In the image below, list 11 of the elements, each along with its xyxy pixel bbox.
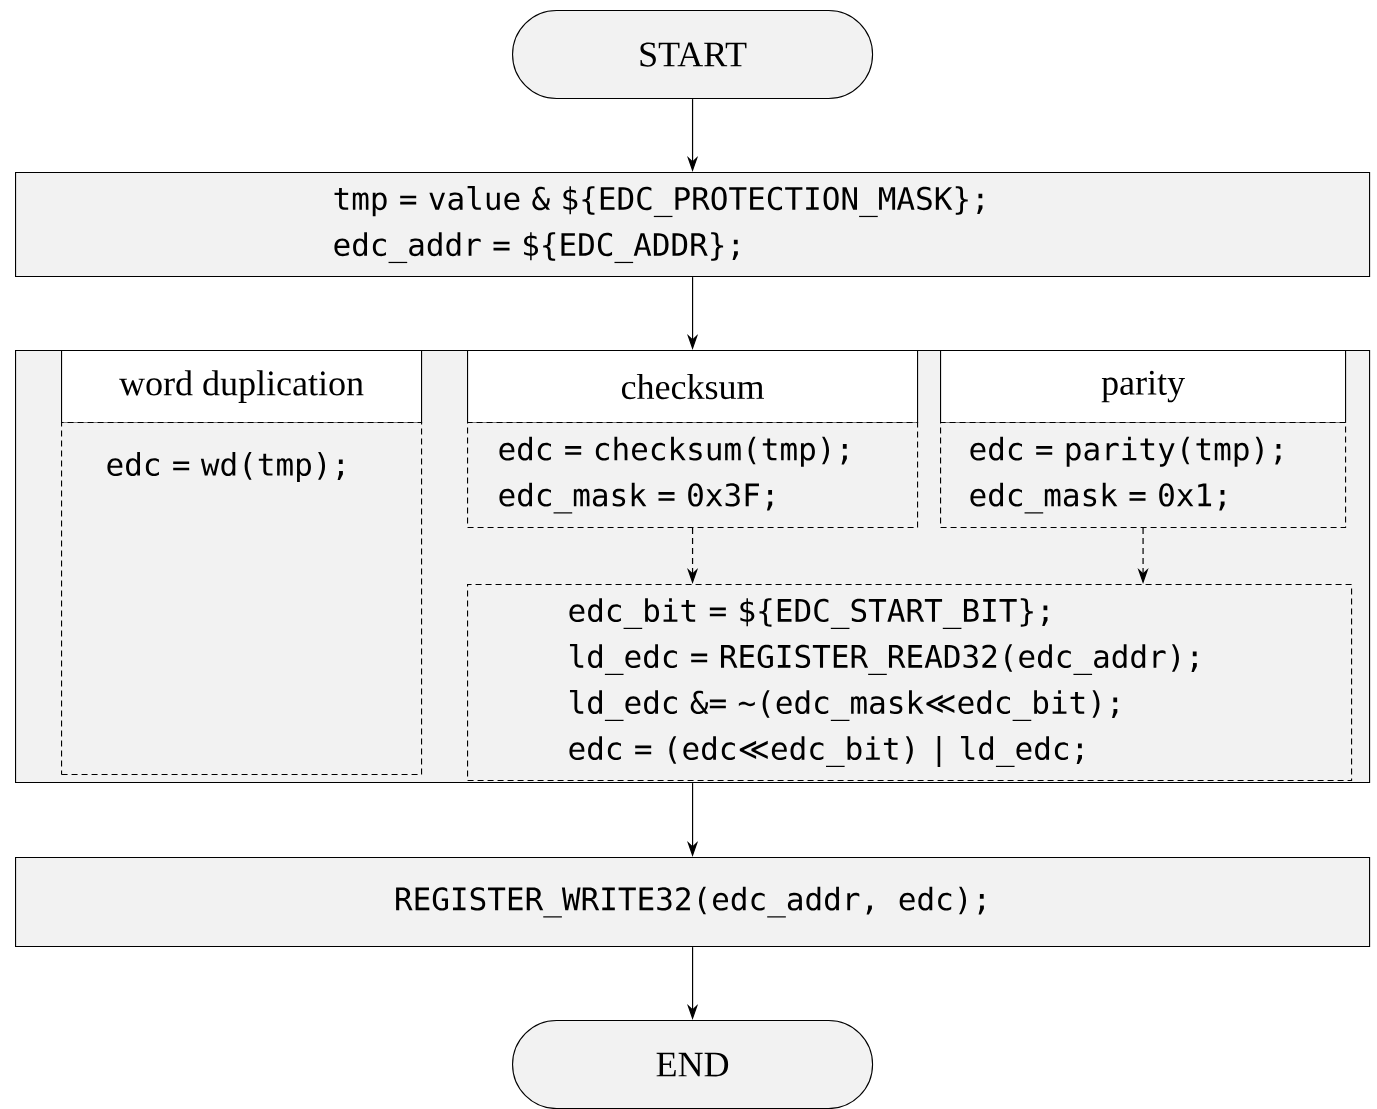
terminal-box: END [512, 1020, 874, 1109]
code-box: edc = checksum(tmp); edc_mask = 0x3F; [467, 422, 919, 529]
code-box: REGISTER_WRITE32(edc_addr, edc); [15, 857, 1371, 948]
code-box: edc = parity(tmp); edc_mask = 0x1; [940, 422, 1347, 529]
header-box: word duplication [61, 350, 423, 424]
header-box: parity [940, 350, 1347, 424]
code-box: edc_bit = ${EDC_START_BIT}; ld_edc = REGISTER_READ32(edc_addr); ld_edc &= ~(edc_mask≪edc_bit); edc = (edc≪edc_bit) | ld_edc; [467, 584, 1353, 782]
code-box: tmp = value & ${EDC_PROTECTION_MASK}; edc_addr = ${EDC_ADDR}; [15, 172, 1371, 278]
header-box: checksum [467, 350, 919, 424]
code-box: edc = wd(tmp); [61, 422, 423, 776]
terminal-box: START [512, 10, 874, 100]
